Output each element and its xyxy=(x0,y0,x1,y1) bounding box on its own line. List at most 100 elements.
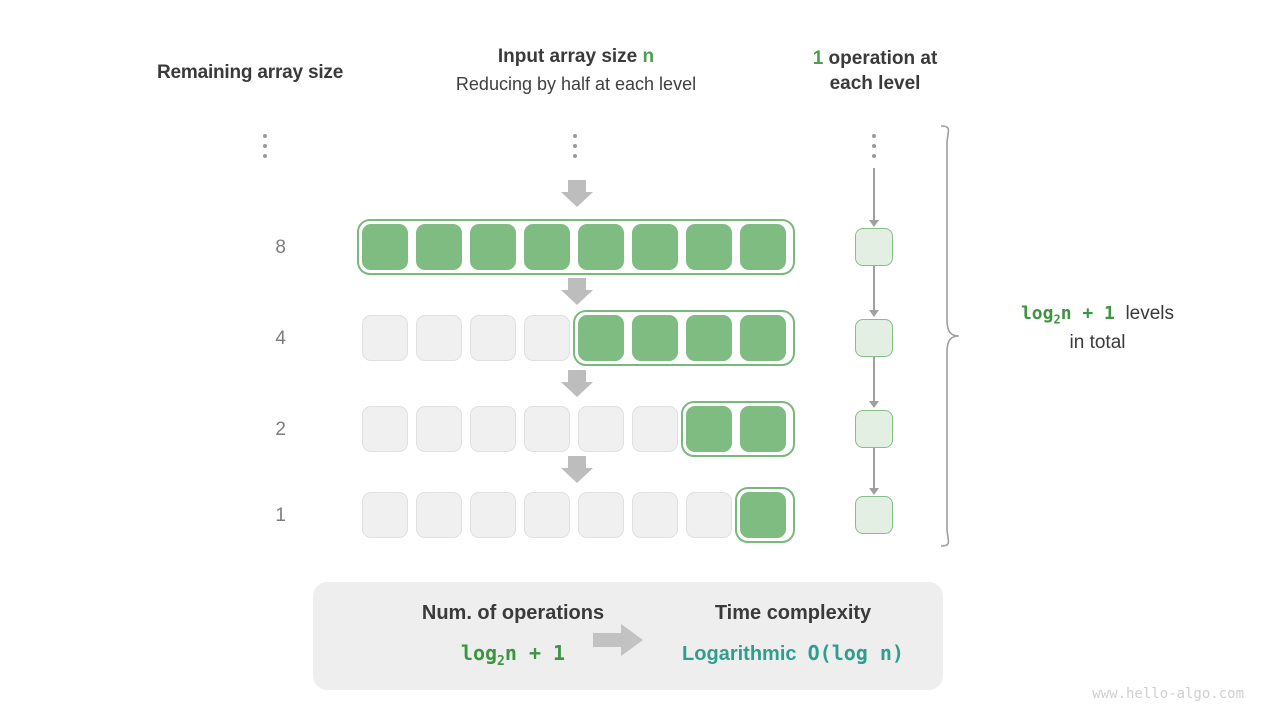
array-row-8 xyxy=(362,224,794,270)
ellipsis-label-column xyxy=(263,134,267,158)
operation-arrow-0 xyxy=(868,168,880,227)
ellipsis-dot xyxy=(573,144,577,148)
levels-total-caption: log2n + 1 levels in total xyxy=(975,300,1220,357)
complexity-name: Logarithmic xyxy=(682,643,797,665)
halving-arrow-0 xyxy=(561,180,593,207)
header-input-array-size-subtitle: Reducing by half at each level xyxy=(455,74,697,94)
operation-box-level-4[interactable] xyxy=(855,319,893,357)
header-input-array-size: Input array size n Reducing by half at e… xyxy=(366,46,786,95)
arrow-stem xyxy=(568,180,586,192)
ellipsis-dot xyxy=(872,154,876,158)
header-input-array-size-text: Input array size xyxy=(497,46,643,67)
arrow-line xyxy=(873,168,875,220)
ellipsis-dot xyxy=(263,134,267,138)
row-label-1: 1 xyxy=(275,505,286,526)
array-cell-inactive[interactable] xyxy=(416,492,462,538)
array-cell-active[interactable] xyxy=(686,406,732,452)
ellipsis-array-column xyxy=(573,134,577,158)
operation-arrow-1 xyxy=(868,266,880,317)
arrow-head xyxy=(561,290,593,305)
ellipsis-dot xyxy=(263,154,267,158)
levels-word-2: in total xyxy=(1069,331,1126,353)
arrow-tip xyxy=(869,401,879,408)
array-cell-inactive[interactable] xyxy=(362,315,408,361)
arrow-head xyxy=(561,192,593,207)
summary-operations-title: Num. of operations xyxy=(421,602,605,624)
row-label-2: 2 xyxy=(275,419,286,440)
array-row-1 xyxy=(362,492,794,538)
ellipsis-dot xyxy=(263,144,267,148)
arrow-stem xyxy=(568,278,586,290)
summary-operations-column: Num. of operations log2n + 1 xyxy=(333,602,693,669)
arrow-line xyxy=(873,266,875,310)
array-cell-inactive[interactable] xyxy=(524,315,570,361)
array-cell-active[interactable] xyxy=(578,315,624,361)
array-cell-inactive[interactable] xyxy=(470,492,516,538)
array-cell-inactive[interactable] xyxy=(632,406,678,452)
array-cell-active[interactable] xyxy=(416,224,462,270)
array-cell-inactive[interactable] xyxy=(524,492,570,538)
array-cell-active[interactable] xyxy=(686,224,732,270)
levels-word: levels xyxy=(1125,303,1175,324)
complexity-notation: O(log n) xyxy=(807,641,904,665)
arrow-tip xyxy=(869,488,879,495)
ellipsis-operation-column xyxy=(872,134,876,158)
summary-complexity-column: Time complexity Logarithmic O(log n) xyxy=(613,602,973,666)
array-cell-inactive[interactable] xyxy=(578,492,624,538)
header-operations-accent: 1 xyxy=(812,48,824,69)
array-cell-active[interactable] xyxy=(578,224,624,270)
array-cell-active[interactable] xyxy=(740,224,786,270)
operation-box-level-1[interactable] xyxy=(855,496,893,534)
right-arrow-icon xyxy=(593,624,643,656)
ellipsis-dot xyxy=(573,134,577,138)
array-cell-inactive[interactable] xyxy=(578,406,624,452)
array-cell-inactive[interactable] xyxy=(632,492,678,538)
ellipsis-dot xyxy=(872,134,876,138)
arrow-stem xyxy=(568,456,586,468)
watermark: www.hello-algo.com xyxy=(1092,686,1244,702)
array-cell-active[interactable] xyxy=(740,492,786,538)
levels-brace xyxy=(940,125,960,547)
operation-box-level-8[interactable] xyxy=(855,228,893,266)
array-cell-active[interactable] xyxy=(524,224,570,270)
array-cell-inactive[interactable] xyxy=(524,406,570,452)
arrow-head xyxy=(561,382,593,397)
array-cell-inactive[interactable] xyxy=(416,406,462,452)
array-cell-inactive[interactable] xyxy=(362,406,408,452)
array-cell-active[interactable] xyxy=(740,315,786,361)
arrow-tip xyxy=(869,310,879,317)
summary-panel: Num. of operations log2n + 1 Time comple… xyxy=(313,582,943,690)
header-remaining-array-size: Remaining array size xyxy=(157,62,344,83)
array-cell-inactive[interactable] xyxy=(686,492,732,538)
ellipsis-dot xyxy=(872,144,876,148)
arrow-tip xyxy=(869,220,879,227)
array-cell-active[interactable] xyxy=(686,315,732,361)
array-cell-inactive[interactable] xyxy=(362,492,408,538)
levels-formula: log2n + 1 xyxy=(1020,303,1115,327)
array-cell-active[interactable] xyxy=(362,224,408,270)
array-cell-active[interactable] xyxy=(740,406,786,452)
operation-arrow-2 xyxy=(868,357,880,408)
header-operations-per-level: 1 operation at each level xyxy=(790,46,960,96)
array-cell-inactive[interactable] xyxy=(470,315,516,361)
arrow-line xyxy=(873,357,875,401)
operation-arrow-3 xyxy=(868,448,880,495)
arrow-stem xyxy=(568,370,586,382)
row-label-8: 8 xyxy=(275,237,286,258)
array-row-2 xyxy=(362,406,794,452)
header-input-array-size-accent: n xyxy=(642,46,655,67)
array-cell-active[interactable] xyxy=(632,315,678,361)
arrow-line xyxy=(873,448,875,488)
operation-box-level-2[interactable] xyxy=(855,410,893,448)
array-cell-active[interactable] xyxy=(470,224,516,270)
array-cell-active[interactable] xyxy=(632,224,678,270)
array-cell-inactive[interactable] xyxy=(416,315,462,361)
array-cell-inactive[interactable] xyxy=(470,406,516,452)
halving-arrow-1 xyxy=(561,278,593,305)
row-label-4: 4 xyxy=(275,328,286,349)
ellipsis-dot xyxy=(573,154,577,158)
arrow-head xyxy=(561,468,593,483)
summary-complexity-title: Time complexity xyxy=(714,602,872,624)
summary-complexity-value: Logarithmic O(log n) xyxy=(613,641,973,666)
